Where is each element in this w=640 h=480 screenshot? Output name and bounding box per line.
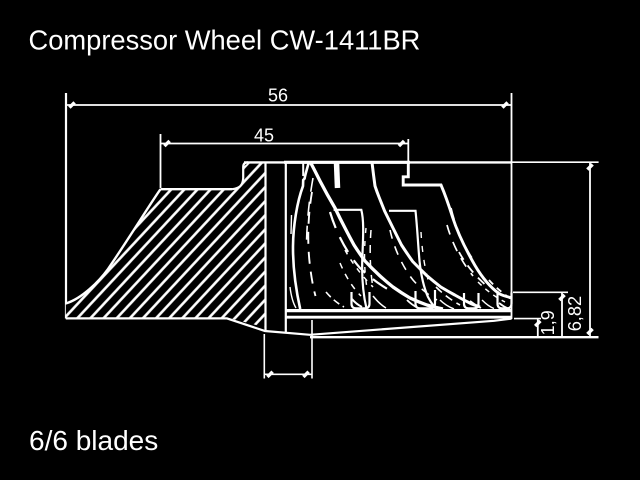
svg-text:45: 45 xyxy=(254,126,274,146)
svg-text:6,82: 6,82 xyxy=(565,296,585,331)
svg-text:56: 56 xyxy=(268,86,288,106)
svg-text:6/6 blades: 6/6 blades xyxy=(29,425,158,456)
svg-text:Compressor Wheel CW-1411BR: Compressor Wheel CW-1411BR xyxy=(29,25,421,56)
svg-text:1,9: 1,9 xyxy=(538,310,558,335)
